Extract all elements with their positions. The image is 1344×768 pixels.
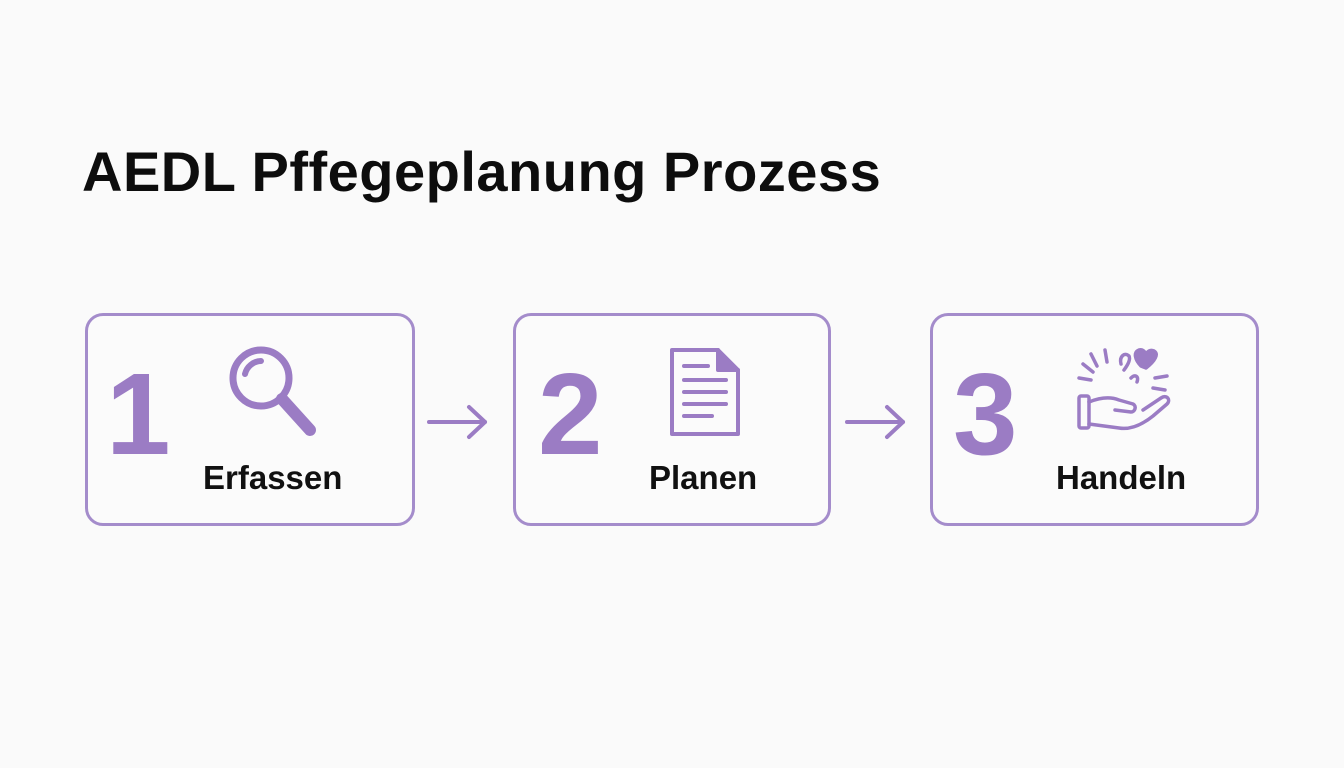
step-label: Erfassen bbox=[203, 459, 343, 496]
step-number: 1 bbox=[106, 349, 171, 479]
step-card-erfassen: 1 Erfassen bbox=[85, 313, 415, 526]
step-number: 3 bbox=[953, 349, 1018, 479]
diagram-title: AEDL Pffegeplanung Prozess bbox=[82, 140, 882, 203]
step-card-planen: 2 Planen bbox=[513, 313, 831, 526]
step-label: Planen bbox=[649, 459, 758, 496]
document-icon bbox=[670, 348, 740, 436]
caring-hand-icon bbox=[1077, 348, 1171, 431]
step-card-handeln: 3 Handeln bbox=[930, 313, 1259, 526]
arrow-right-icon bbox=[427, 405, 487, 439]
arrow-right-icon bbox=[845, 405, 905, 439]
step-number: 2 bbox=[538, 349, 603, 479]
step-label: Handeln bbox=[1056, 459, 1187, 496]
magnifier-icon bbox=[229, 346, 316, 436]
